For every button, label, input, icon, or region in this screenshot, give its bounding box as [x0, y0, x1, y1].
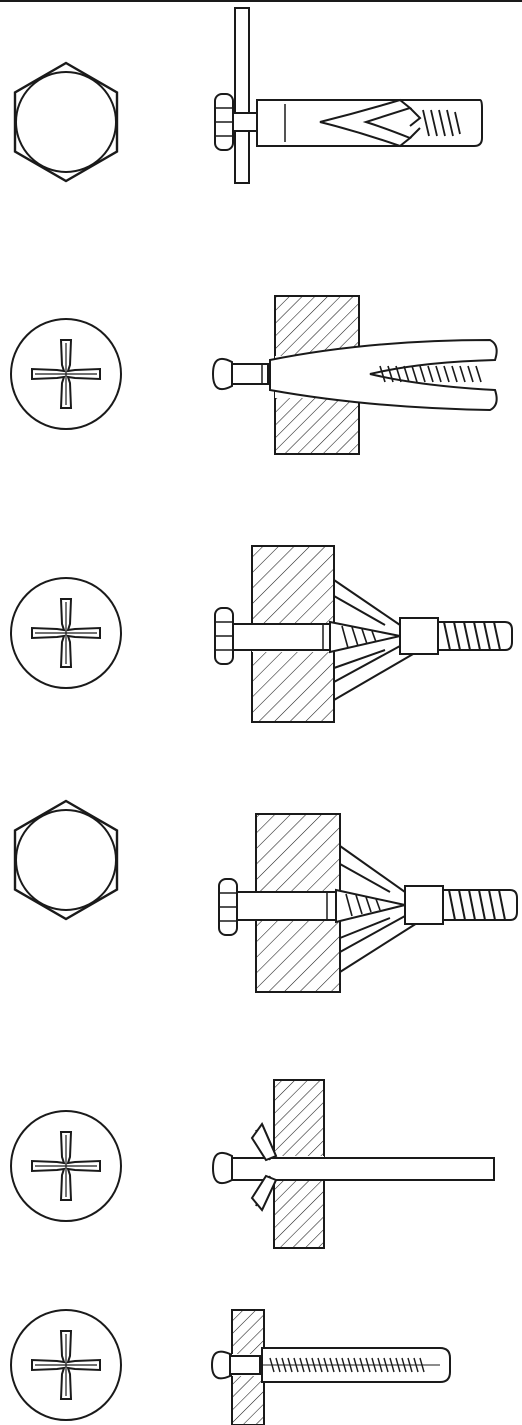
toggle-rod-in-wall: [211, 1079, 495, 1249]
hex-head-icon: [13, 799, 119, 921]
phillips-head-icon: [10, 577, 122, 689]
expanded-anchor-in-wall: [211, 295, 498, 455]
spring-wing-anchor-in-wall: [214, 545, 513, 723]
phillips-head-icon: [10, 1309, 122, 1421]
cavity-anchor-unexpanded: [214, 7, 483, 184]
top-rule: [0, 0, 522, 2]
sleeve-anchor-in-thin-wall: [210, 1309, 451, 1425]
spring-wing-anchor-in-wall: [218, 813, 518, 993]
hex-head-icon: [13, 61, 119, 183]
phillips-head-icon: [10, 1110, 122, 1222]
phillips-head-icon: [10, 318, 122, 430]
